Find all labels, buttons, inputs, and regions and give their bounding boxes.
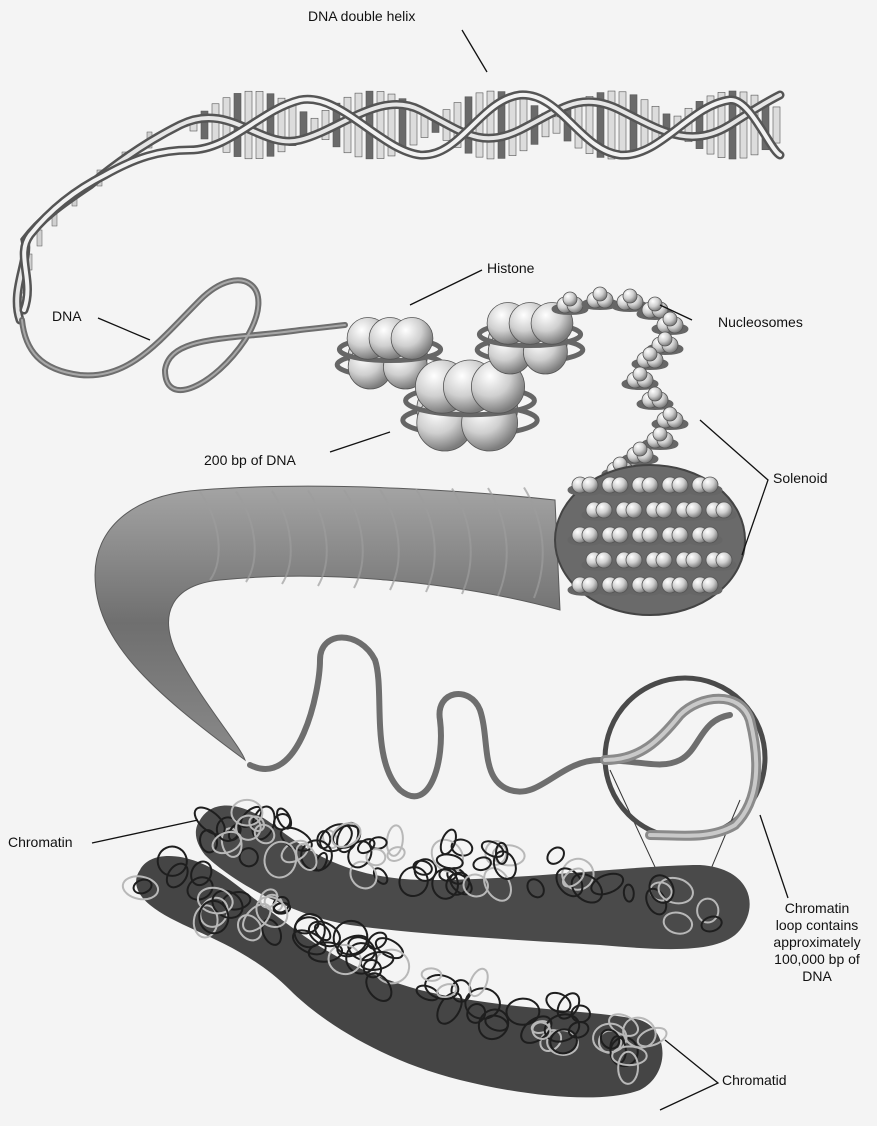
histone-sphere — [653, 427, 667, 441]
histone-sphere — [596, 552, 612, 568]
chromatin-coil — [385, 825, 404, 857]
histone-sphere — [626, 502, 642, 518]
histone-sphere — [593, 287, 607, 301]
histone-sphere — [612, 577, 628, 593]
label-nucleosomes: Nucleosomes — [718, 314, 803, 331]
chromatin-fiber — [250, 638, 730, 797]
histone-sphere — [663, 312, 677, 326]
histone-sphere — [633, 367, 647, 381]
leader-chromatid — [660, 1040, 718, 1110]
label-solenoid: Solenoid — [773, 470, 828, 487]
nucleosome-clusters — [337, 287, 686, 478]
histone-sphere — [582, 477, 598, 493]
histone-sphere — [623, 289, 637, 303]
chromatin-coil — [438, 828, 459, 857]
label-chromatin-loop-line-4: 100,000 bp of — [762, 951, 872, 968]
histone-sphere — [702, 577, 718, 593]
histone-sphere — [642, 477, 658, 493]
base-pair-rung — [487, 91, 494, 159]
histone-sphere — [672, 577, 688, 593]
base-pair-rung — [267, 94, 274, 157]
histone-sphere — [656, 502, 672, 518]
leader-200bp — [330, 432, 390, 452]
base-pair-rung — [619, 92, 626, 158]
histone-sphere — [672, 477, 688, 493]
histone-sphere — [648, 297, 662, 311]
histone-sphere — [642, 577, 658, 593]
base-pair-rung — [553, 117, 560, 133]
label-chromatin-loop-line-5: DNA — [762, 968, 872, 985]
histone-sphere — [391, 318, 433, 360]
label-dna-double-helix: DNA double helix — [308, 8, 415, 25]
histone-sphere — [612, 527, 628, 543]
base-pair-rung — [773, 107, 780, 143]
label-chromatin: Chromatin — [8, 834, 73, 851]
histone-sphere — [612, 477, 628, 493]
label-chromatid: Chromatid — [722, 1072, 787, 1089]
dna-strand-shine — [22, 280, 345, 390]
leader-dna — [98, 318, 150, 340]
histone-sphere — [648, 387, 662, 401]
label-chromatin-loop-line-2: loop contains — [762, 917, 872, 934]
helix-strand-a — [17, 95, 780, 320]
dna-double-helix — [17, 91, 780, 320]
histone-sphere — [643, 347, 657, 361]
histone-sphere — [582, 527, 598, 543]
histone-sphere — [596, 502, 612, 518]
histone-sphere — [582, 577, 598, 593]
chromatin-loop-magnifier — [605, 678, 765, 895]
histone-sphere — [716, 502, 732, 518]
base-pair-rungs — [19, 91, 780, 313]
histone-sphere — [702, 477, 718, 493]
histone-sphere — [626, 552, 642, 568]
leader-chromatin-loop — [760, 815, 788, 898]
label-histone: Histone — [487, 260, 534, 277]
leader-histone — [410, 270, 482, 305]
histone-sphere — [642, 527, 658, 543]
histone-sphere — [716, 552, 732, 568]
histone-sphere — [702, 527, 718, 543]
histone-sphere — [563, 292, 577, 306]
histone-sphere — [686, 552, 702, 568]
leader-dna-double-helix — [462, 30, 487, 72]
solenoid-fiber — [95, 486, 560, 760]
histone-sphere — [658, 332, 672, 346]
histone-sphere — [663, 407, 677, 421]
chromosome — [121, 800, 750, 1098]
leader-chromatin — [92, 820, 198, 843]
label-chromatin-loop-line-3: approximately — [762, 934, 872, 951]
label-chromatin-loop: Chromatin loop contains approximately 10… — [762, 900, 872, 985]
histone-sphere — [633, 442, 647, 456]
label-dna: DNA — [52, 308, 82, 325]
histone-sphere — [672, 527, 688, 543]
label-200bp-of-dna: 200 bp of DNA — [204, 452, 296, 469]
chromatin-coil — [544, 844, 567, 867]
base-pair-rung — [509, 94, 516, 155]
base-pair-rung — [630, 95, 637, 155]
histone-sphere — [656, 552, 672, 568]
label-chromatin-loop-line-1: Chromatin — [762, 900, 872, 917]
histone-sphere — [686, 502, 702, 518]
